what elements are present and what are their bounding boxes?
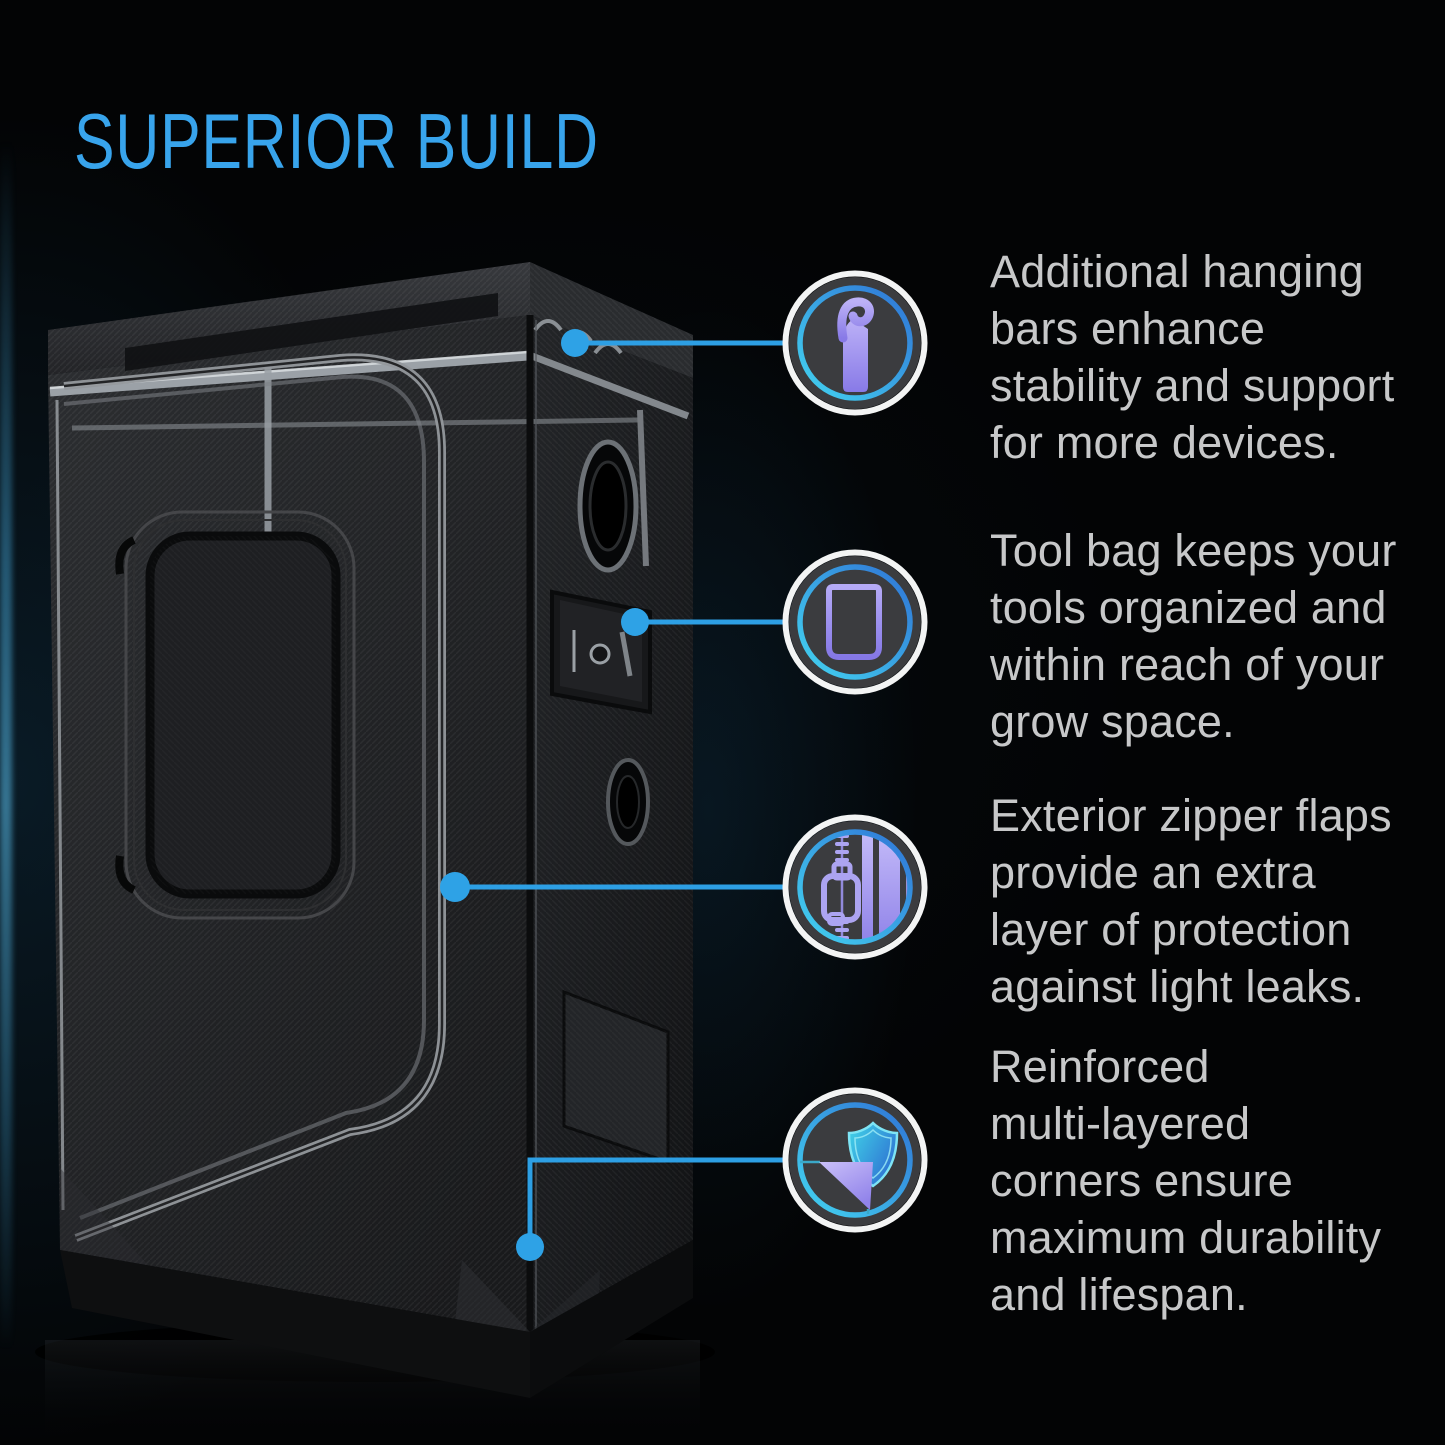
zipper-slider-pull <box>827 912 845 926</box>
door-zipper-piping <box>63 353 446 1242</box>
callout-dot-corners <box>516 1233 544 1261</box>
reinforced-corner <box>455 1260 530 1332</box>
feature-text-tool-bag: Tool bag keeps your tools organized and … <box>990 525 1397 747</box>
tool-silhouette <box>589 643 611 665</box>
tool-bag-glyph <box>826 584 882 660</box>
corner-pole <box>637 409 649 567</box>
callout-dot-zipper <box>440 872 470 902</box>
duct-port-small <box>606 758 650 846</box>
tent-base-side <box>530 1240 693 1398</box>
left-edge-glow <box>0 140 12 1350</box>
hanging-bar-side <box>530 352 690 420</box>
grow-tent <box>48 262 693 1398</box>
tent-door <box>115 510 356 920</box>
corner-flap-shape <box>819 1162 873 1210</box>
door-hinge-top <box>115 536 136 575</box>
feature-text-reinforced-corners: Reinforced multi-layered corners ensure … <box>990 1041 1382 1320</box>
side-vent-window <box>562 989 670 1165</box>
left-edge-highlight <box>55 399 65 1211</box>
feature-text-zipper-flaps: Exterior zipper flaps provide an extra l… <box>990 790 1392 1012</box>
hanging-hook-icon <box>782 270 928 416</box>
zipper-flap-icon <box>782 814 928 960</box>
page-title: SUPERIOR BUILD <box>74 97 599 185</box>
tool-silhouette <box>619 631 633 677</box>
cross-bar <box>71 417 639 431</box>
hook-glyph <box>837 297 874 392</box>
tool-bag-icon <box>782 549 928 695</box>
callout-dot-tool-bag <box>621 608 649 636</box>
shield-corner-glyph <box>800 1121 899 1214</box>
feature-text-hanging-bars: Additional hanging bars enhance stabilit… <box>990 246 1395 468</box>
callout-dots <box>440 329 649 1261</box>
roof-vent-window <box>125 293 498 371</box>
zipper-glyph <box>821 831 911 943</box>
callout-connectors <box>455 340 786 1246</box>
duct-port-top <box>577 439 639 573</box>
callout-dot-hanging-bars <box>561 329 589 357</box>
connector-line-corners <box>527 1157 786 1246</box>
shield-corner-icon <box>782 1087 928 1233</box>
tent-base-front <box>60 1250 530 1398</box>
door-hinge-bottom <box>115 855 136 894</box>
hanging-bar-front <box>49 351 529 397</box>
reinforced-corner <box>60 1168 148 1265</box>
